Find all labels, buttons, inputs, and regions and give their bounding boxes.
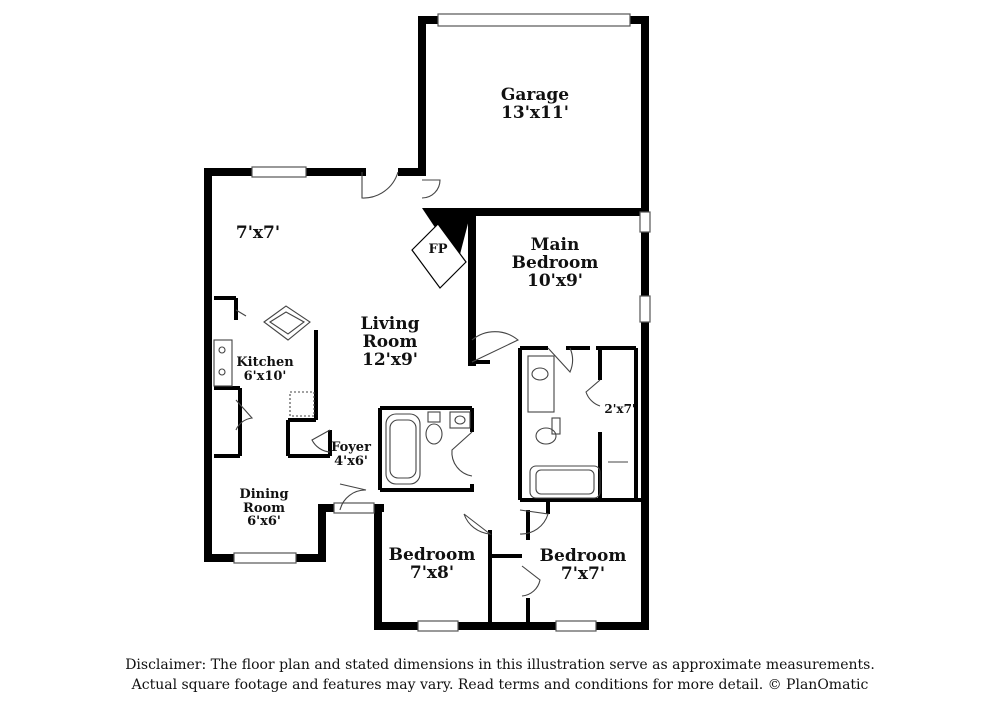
garage-dim: 13'x11' (501, 102, 569, 123)
disclaimer-line-2: Actual square footage and features may v… (131, 677, 869, 693)
kitchen-dim: 6'x10' (243, 368, 287, 384)
dining-room-label: Dining Room 6'x6' (226, 488, 302, 529)
kitchen-name: Kitchen (236, 355, 294, 370)
garage-name: Garage (500, 85, 570, 105)
foyer-name: Foyer (331, 440, 371, 455)
interior-walls (214, 296, 645, 626)
closet-dim: 2'x7' (604, 402, 636, 416)
fixtures (213, 305, 628, 499)
living-room-label: Living Room 12'x9' (325, 314, 455, 370)
main-bedroom-dim: 10'x9' (526, 270, 584, 291)
walls (204, 16, 649, 630)
dining-room-name-2: Room (243, 500, 285, 516)
kitchen-label: Kitchen 6'x10' (230, 356, 300, 383)
main-bedroom-name-1: Main (530, 235, 580, 255)
fireplace-mass (422, 208, 472, 262)
main-bedroom-label: Main Bedroom 10'x9' (490, 235, 620, 291)
living-room-name-2: Room (362, 331, 418, 352)
bedroom-left-name: Bedroom (388, 545, 476, 565)
closet-label: 2'x7' (600, 403, 640, 416)
garage-label: Garage 13'x11' (470, 85, 600, 123)
windows (233, 13, 651, 632)
bedroom-left-label: Bedroom 7'x8' (380, 545, 484, 583)
bedroom-right-label: Bedroom 7'x7' (530, 546, 636, 584)
dining-room-dim: 6'x6' (247, 514, 281, 530)
bedroom-right-dim: 7'x7' (560, 563, 606, 584)
nook-label: 7'x7' (218, 223, 298, 243)
bedroom-left-dim: 7'x8' (409, 562, 455, 583)
living-room-dim: 12'x9' (361, 349, 419, 370)
foyer-dim: 4'x6' (334, 453, 368, 469)
foyer-label: Foyer 4'x6' (318, 441, 384, 468)
disclaimer-line-1: Disclaimer: The floor plan and stated di… (125, 657, 875, 673)
living-room-name-1: Living (360, 314, 420, 334)
dining-room-name-1: Dining (239, 487, 289, 502)
door-swings (235, 171, 601, 597)
main-bedroom-name-2: Bedroom (511, 252, 599, 273)
bedroom-right-name: Bedroom (539, 546, 627, 566)
fireplace-hearth (411, 223, 467, 289)
fireplace-label: FP (418, 243, 458, 257)
nook-dim: 7'x7' (235, 223, 281, 243)
fireplace-text: FP (428, 242, 448, 257)
